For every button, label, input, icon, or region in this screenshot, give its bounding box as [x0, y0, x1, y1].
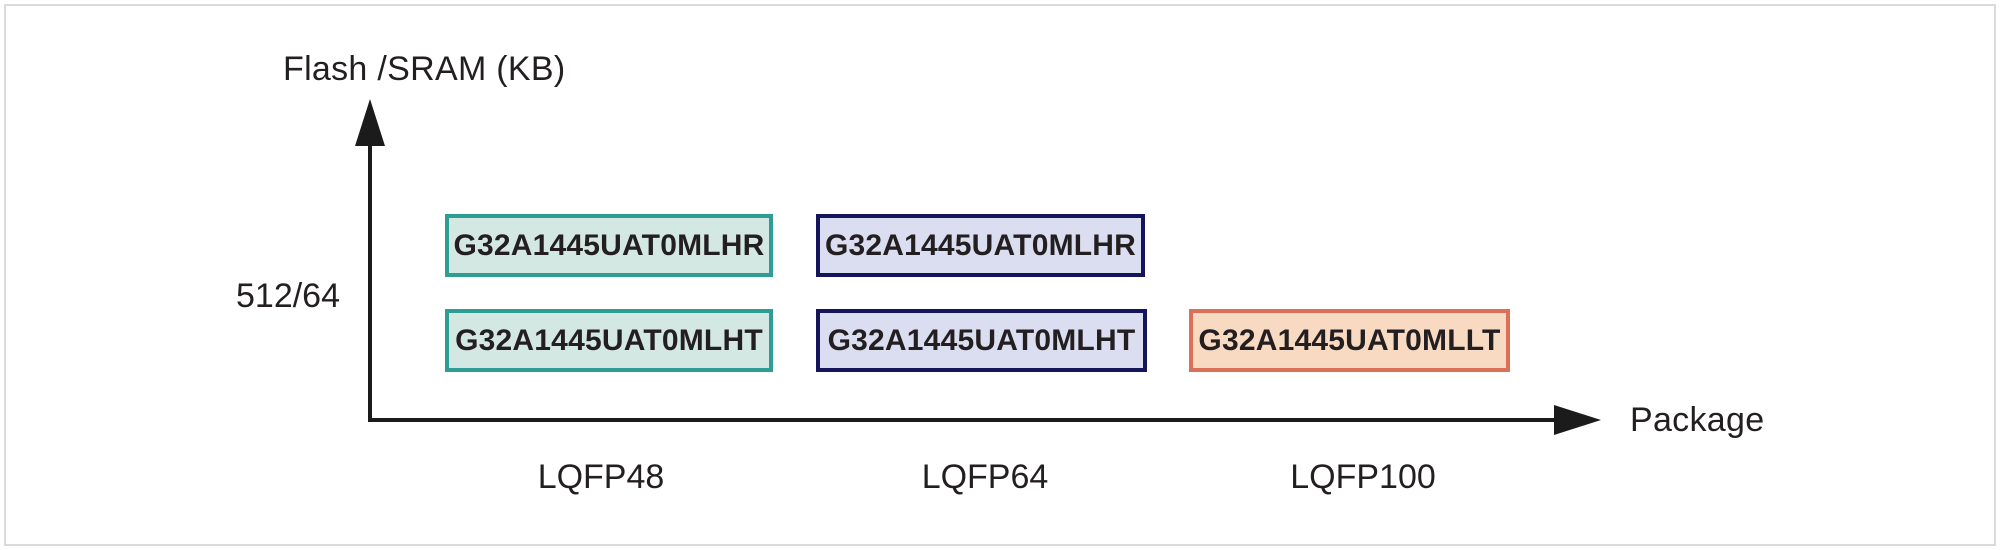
x-axis-title: Package — [1630, 401, 1765, 439]
part-box-lqfp100-row2: G32A1445UAT0MLLT — [1189, 309, 1510, 372]
x-axis-line — [368, 418, 1558, 422]
part-number-label: G32A1445UAT0MLLT — [1198, 323, 1501, 357]
y-axis-line — [368, 128, 372, 420]
y-axis-title: Flash /SRAM (KB) — [283, 50, 566, 88]
part-box-lqfp48-row1: G32A1445UAT0MLHR — [445, 214, 773, 277]
x-tick-lqfp100: LQFP100 — [1290, 458, 1436, 496]
x-axis-arrow-icon — [1554, 405, 1601, 435]
part-box-lqfp64-row2: G32A1445UAT0MLHT — [816, 309, 1147, 372]
part-box-lqfp48-row2: G32A1445UAT0MLHT — [445, 309, 773, 372]
part-number-label: G32A1445UAT0MLHR — [453, 228, 765, 262]
x-tick-lqfp64: LQFP64 — [921, 458, 1049, 496]
y-tick-label: 512/64 — [236, 277, 340, 315]
part-number-label: G32A1445UAT0MLHR — [824, 228, 1137, 262]
part-number-label: G32A1445UAT0MLHT — [455, 323, 763, 357]
part-box-lqfp64-row1: G32A1445UAT0MLHR — [816, 214, 1145, 277]
x-tick-lqfp48: LQFP48 — [537, 458, 665, 496]
y-axis-arrow-icon — [355, 99, 385, 146]
part-number-label: G32A1445UAT0MLHT — [827, 323, 1136, 357]
